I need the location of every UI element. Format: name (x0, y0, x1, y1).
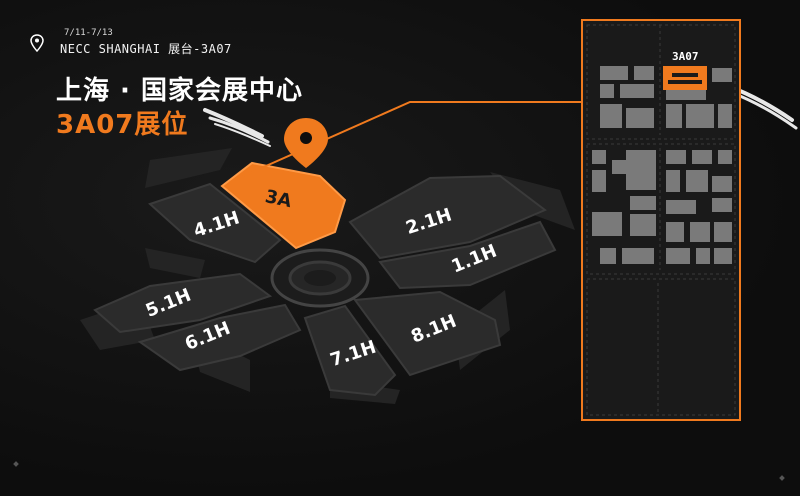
hall-5-1h[interactable] (93, 272, 273, 334)
booth-title: 3A07展位 (56, 110, 189, 140)
booth-detail-panel: 3A07 (581, 19, 741, 421)
hall-8-1h[interactable] (353, 290, 502, 377)
event-venue: NECC SHANGHAI 展台-3A07 (60, 42, 232, 56)
map-pin-icon (284, 118, 328, 168)
hall-2-1h[interactable] (348, 174, 547, 260)
central-hub (270, 248, 370, 308)
hall-1-1h[interactable] (378, 220, 557, 290)
booth-3a07-block[interactable] (663, 66, 707, 90)
location-pin-icon (30, 34, 44, 52)
hall-6-1h[interactable] (137, 303, 302, 372)
event-dates: 7/11-7/13 (64, 28, 113, 38)
venue-title: 上海 · 国家会展中心 (56, 76, 303, 106)
booth-detail-label: 3A07 (672, 50, 699, 63)
connector-line (229, 101, 582, 183)
hall-7-1h[interactable] (303, 304, 397, 397)
hall-4-1h[interactable] (148, 182, 282, 264)
hall-3a[interactable] (220, 161, 347, 250)
